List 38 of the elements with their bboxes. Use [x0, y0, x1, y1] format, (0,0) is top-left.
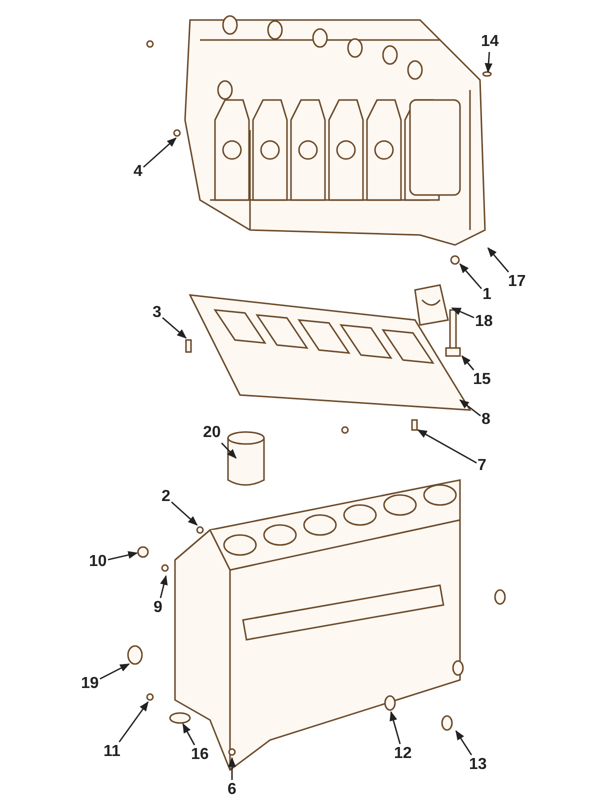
callout-number: 9 — [154, 599, 162, 617]
callout-number: 16 — [191, 746, 209, 764]
callout-number: 8 — [482, 411, 490, 429]
callout-number: 20 — [203, 424, 221, 442]
callout-number: 2 — [162, 488, 170, 506]
leader-line — [459, 399, 481, 416]
leader-line — [118, 701, 149, 742]
leader-line — [417, 429, 477, 464]
callout-number: 4 — [134, 163, 142, 181]
leader-line — [455, 730, 472, 756]
leader-line — [484, 52, 492, 73]
callout-number: 19 — [81, 675, 99, 693]
leader-line — [100, 663, 130, 680]
leader-line — [143, 137, 177, 168]
leader-line — [390, 711, 401, 744]
callout-number: 12 — [394, 745, 412, 763]
callout-number: 1 — [482, 286, 492, 304]
callout-number: 3 — [152, 304, 162, 322]
leader-line — [108, 551, 138, 560]
leader-line — [487, 247, 510, 272]
callout-number: 14 — [481, 33, 499, 51]
callout-number: 17 — [508, 273, 526, 291]
callout-number: 15 — [473, 371, 491, 389]
callout-number: 7 — [478, 457, 486, 475]
leader-line — [182, 723, 196, 746]
callout-number: 10 — [89, 553, 107, 571]
leader-line — [451, 307, 474, 318]
leader-line — [171, 501, 198, 526]
leader-line — [160, 575, 168, 598]
leader-line — [221, 442, 237, 459]
callout-number: 6 — [228, 781, 236, 799]
callout-number: 13 — [469, 756, 487, 774]
leader-line — [459, 263, 482, 290]
leader-line — [162, 317, 187, 339]
callout-number: 11 — [104, 743, 120, 761]
leader-line — [461, 355, 474, 370]
leader-line — [228, 757, 236, 780]
callout-number: 18 — [475, 313, 493, 331]
